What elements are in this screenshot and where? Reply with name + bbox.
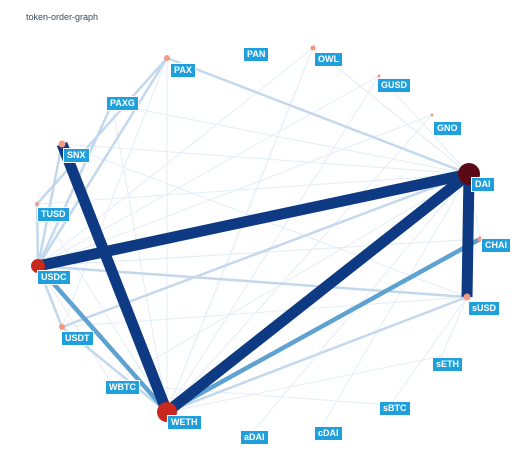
- node-label-usdc[interactable]: USDC: [37, 270, 71, 285]
- edge-pax-tusd: [36, 57, 168, 205]
- node-label-wbtc[interactable]: WBTC: [105, 380, 140, 395]
- node-gusd[interactable]: [377, 74, 381, 78]
- edge-pax-usdc: [36, 57, 169, 267]
- node-gno[interactable]: [430, 113, 434, 117]
- node-label-dai[interactable]: DAI: [471, 177, 495, 192]
- node-tusd[interactable]: [35, 202, 39, 206]
- edge-gno-weth: [166, 114, 433, 413]
- edge-usdc-weth: [36, 264, 169, 414]
- edge-tusd-dai: [36, 173, 470, 205]
- edge-dai-usdc: [36, 168, 471, 272]
- node-label-susd[interactable]: sUSD: [468, 301, 501, 316]
- node-label-usdt[interactable]: USDT: [61, 331, 94, 346]
- edge-seth-weth: [166, 355, 443, 413]
- graph-edges: [35, 47, 482, 436]
- edge-sbtc-susd: [389, 296, 468, 406]
- edge-snx-usdc: [36, 143, 64, 267]
- node-label-chai[interactable]: CHAI: [481, 238, 511, 253]
- graph-nodes: [31, 45, 483, 422]
- edge-usdt-dai: [61, 172, 470, 329]
- edge-weth-gusd: [166, 75, 380, 413]
- edge-snx-dai: [61, 143, 470, 175]
- node-pax[interactable]: [164, 55, 170, 61]
- node-label-cdai[interactable]: cDAI: [314, 426, 343, 441]
- page-title: token-order-graph: [26, 12, 99, 22]
- edge-gusd-usdc: [37, 75, 380, 267]
- edge-snx-weth: [56, 141, 173, 415]
- edge-weth-susd: [166, 295, 468, 414]
- node-label-pan[interactable]: PAN: [243, 47, 270, 62]
- edge-dai-weth: [163, 169, 473, 417]
- edge-pax-usdt: [61, 57, 168, 328]
- edge-owl-usdc: [37, 47, 314, 267]
- node-label-sbtc[interactable]: sBTC: [379, 401, 411, 416]
- edge-paxg-weth: [111, 103, 168, 413]
- edge-pax-dai: [166, 56, 470, 176]
- edge-wbtc-dai: [111, 173, 470, 385]
- node-owl[interactable]: [310, 45, 316, 51]
- node-label-adai[interactable]: aDAI: [240, 430, 269, 445]
- edge-dai-susd: [461, 173, 475, 298]
- edge-pan-dai: [312, 47, 470, 175]
- node-usdc[interactable]: [31, 259, 45, 273]
- edge-seth-susd: [441, 296, 468, 357]
- node-snx[interactable]: [58, 140, 66, 148]
- node-label-gusd[interactable]: GUSD: [377, 78, 412, 93]
- node-label-snx[interactable]: SNX: [63, 148, 90, 163]
- node-label-weth[interactable]: WETH: [167, 415, 202, 430]
- edge-wbtc-usdc: [37, 265, 113, 385]
- edge-weth-chai: [165, 237, 482, 414]
- node-label-pax[interactable]: PAX: [170, 63, 196, 78]
- node-label-seth[interactable]: sETH: [432, 357, 464, 372]
- node-label-owl[interactable]: OWL: [314, 52, 343, 67]
- edge-pan-weth: [166, 47, 314, 413]
- node-susd[interactable]: [463, 293, 471, 301]
- node-label-paxg[interactable]: PAXG: [106, 96, 139, 111]
- node-label-tusd[interactable]: TUSD: [37, 207, 70, 222]
- edge-tusd-weth: [36, 203, 168, 413]
- node-label-gno[interactable]: GNO: [433, 121, 462, 136]
- edge-paxg-dai: [111, 103, 470, 175]
- node-usdt[interactable]: [59, 324, 65, 330]
